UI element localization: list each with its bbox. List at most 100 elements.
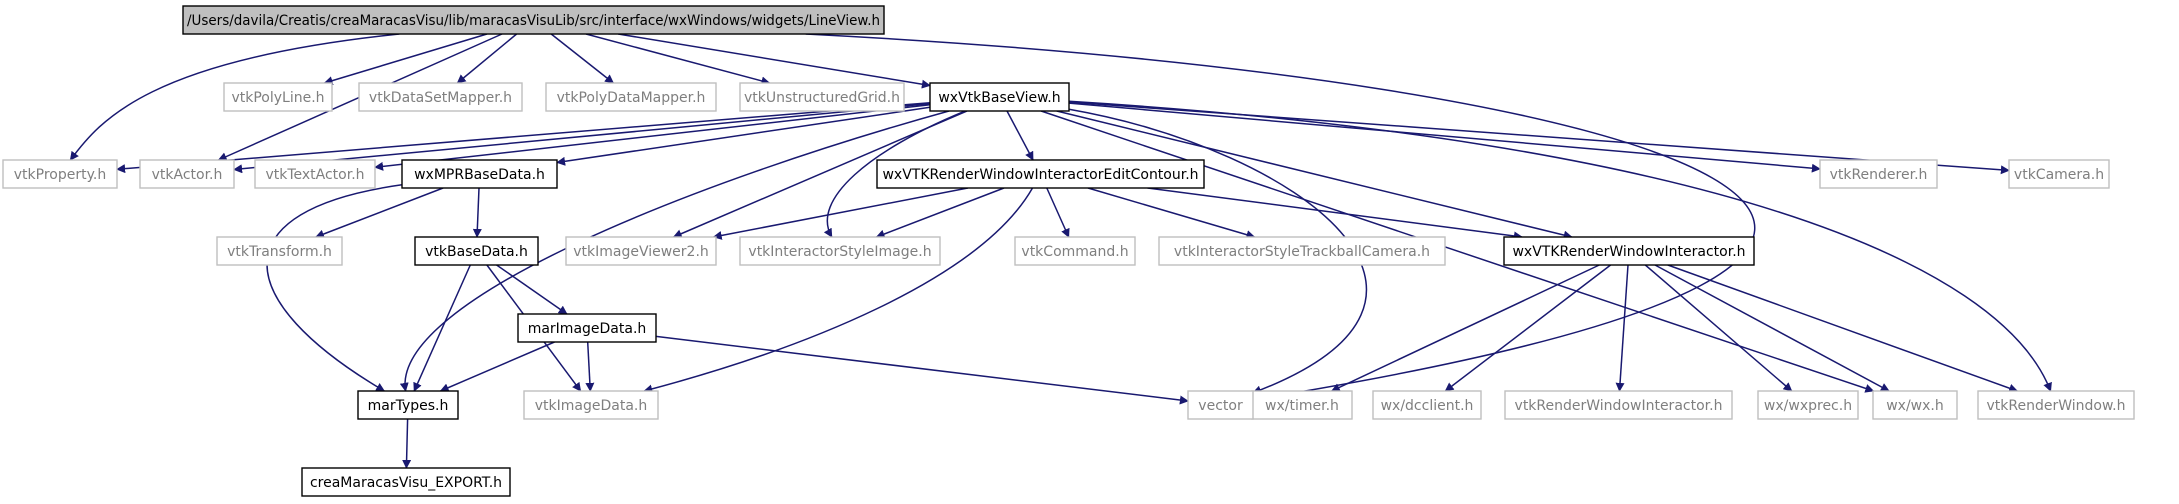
node-box-vtkCommand — [1014, 236, 1136, 266]
node-vtkBaseData[interactable]: vtkBaseData.h — [414, 236, 539, 266]
node-box-vector — [1187, 390, 1254, 420]
node-label-vtkImageViewer2: vtkImageViewer2.h — [573, 244, 709, 260]
node-box-vtkInteractorStyleTrackballCamera — [1158, 236, 1446, 266]
node-marImageData[interactable]: marImageData.h — [517, 313, 657, 343]
node-label-wxVTKRWI: wxVTKRenderWindowInteractor.h — [1512, 244, 1745, 260]
node-box-vtkInteractorStyleImage — [739, 236, 941, 266]
edge-wxVtkBaseView-to-vtkCamera — [1068, 101, 2010, 175]
node-wxVTKRWI[interactable]: wxVTKRenderWindowInteractor.h — [1503, 236, 1755, 266]
node-box-vtkDataSetMapper — [358, 82, 523, 112]
edge-marImageData-to-marTypes — [439, 341, 555, 392]
node-label-vtkDataSetMapper: vtkDataSetMapper.h — [369, 90, 512, 106]
node-label-marImageData: marImageData.h — [528, 321, 647, 337]
edge-wxMPRBaseData-to-marTypes — [266, 184, 403, 392]
edge-wxVTKRWI-to-vtkRenderWindow — [1667, 264, 2019, 393]
node-wxVTKRWIEditContour[interactable]: wxVTKRenderWindowInteractorEditContour.h — [876, 159, 1205, 189]
node-wxTimer: wx/timer.h — [1251, 390, 1353, 420]
node-label-wxWx: wx/wx.h — [1886, 398, 1944, 414]
edge-wxVtkBaseView-to-wxWx — [1040, 110, 1875, 393]
node-box-root — [182, 5, 885, 35]
node-vtkTextActor: vtkTextActor.h — [254, 159, 376, 189]
node-root[interactable]: /Users/davila/Creatis/creaMaracasVisu/li… — [182, 5, 885, 35]
node-label-vtkCommand: vtkCommand.h — [1021, 244, 1128, 260]
edge-wxVtkBaseView-to-vtkActor — [233, 102, 931, 174]
node-vtkPolyLine: vtkPolyLine.h — [223, 82, 333, 112]
node-label-vtkPolyDataMapper: vtkPolyDataMapper.h — [557, 90, 706, 106]
node-label-vtkTextActor: vtkTextActor.h — [265, 167, 364, 183]
edge-wxVTKRWI-to-wxWxprec — [1644, 264, 1793, 392]
node-box-vtkCamera — [2008, 159, 2110, 189]
node-label-vtkProperty: vtkProperty.h — [14, 167, 106, 183]
node-creaExport[interactable]: creaMaracasVisu_EXPORT.h — [301, 467, 511, 497]
node-label-vtkInteractorStyleImage: vtkInteractorStyleImage.h — [748, 244, 931, 260]
node-vtkImageData: vtkImageData.h — [523, 390, 659, 420]
node-vtkInteractorStyleImage: vtkInteractorStyleImage.h — [739, 236, 941, 266]
node-box-vtkActor — [139, 159, 235, 189]
edge-wxVTKRWI-to-wxTimer — [1330, 264, 1600, 392]
node-label-creaExport: creaMaracasVisu_EXPORT.h — [310, 475, 502, 491]
node-box-wxMPRBaseData — [401, 159, 558, 189]
node-label-vtkRenderWindow: vtkRenderWindow.h — [1987, 398, 2126, 414]
node-label-vtkActor: vtkActor.h — [152, 167, 223, 183]
edge-marTypes-to-creaExport — [402, 418, 412, 469]
nodes-layer: /Users/davila/Creatis/creaMaracasVisu/li… — [2, 5, 2135, 497]
node-box-vtkPolyDataMapper — [545, 82, 717, 112]
node-wxVtkBaseView[interactable]: wxVtkBaseView.h — [929, 82, 1070, 112]
node-wxMPRBaseData[interactable]: wxMPRBaseData.h — [401, 159, 558, 189]
edge-wxMPRBaseData-to-vtkBaseData — [472, 187, 482, 238]
node-box-vtkProperty — [2, 159, 118, 189]
node-vtkRenderWindowInteractor: vtkRenderWindowInteractor.h — [1504, 390, 1733, 420]
node-vtkRenderWindow: vtkRenderWindow.h — [1977, 390, 2135, 420]
node-label-vtkUnstructuredGrid: vtkUnstructuredGrid.h — [744, 90, 900, 106]
node-wxWx: wx/wx.h — [1872, 390, 1958, 420]
node-label-vtkRenderWindowInteractor: vtkRenderWindowInteractor.h — [1515, 398, 1723, 414]
edge-vtkBaseData-to-marImageData — [496, 264, 568, 315]
node-box-vtkBaseData — [414, 236, 539, 266]
edge-wxMPRBaseData-to-vtkTransform — [315, 187, 444, 239]
node-vtkRenderer: vtkRenderer.h — [1819, 159, 1938, 189]
node-box-wxWx — [1872, 390, 1958, 420]
edge-wxVTKRWIEditContour-to-vtkInteractorStyleTrackballCamera — [1087, 187, 1256, 240]
edge-wxVTKRWIEditContour-to-wxVTKRWI — [1147, 187, 1523, 241]
node-box-vtkRenderer — [1819, 159, 1938, 189]
node-vtkPolyDataMapper: vtkPolyDataMapper.h — [545, 82, 717, 112]
node-box-wxDcclient — [1372, 390, 1482, 420]
node-box-vtkImageViewer2 — [565, 236, 717, 266]
edge-wxVTKRWIEditContour-to-vtkImageData — [643, 187, 1034, 394]
node-vtkTransform: vtkTransform.h — [216, 236, 343, 266]
node-vtkProperty: vtkProperty.h — [2, 159, 118, 189]
node-label-vtkBaseData: vtkBaseData.h — [425, 244, 528, 260]
edge-wxVtkBaseView-to-wxVTKRWIEditContour — [1006, 110, 1034, 161]
edge-root-to-wxVtkBaseView — [618, 33, 931, 89]
edge-wxVtkBaseView-to-vtkRenderWindow — [1068, 100, 2052, 392]
node-box-vtkRenderWindow — [1977, 390, 2135, 420]
node-label-wxWxprec: wx/wxprec.h — [1764, 398, 1852, 414]
node-label-vtkTransform: vtkTransform.h — [227, 244, 332, 260]
edge-marImageData-to-vector — [655, 335, 1189, 405]
edge-root-to-vtkPolyLine — [323, 33, 488, 85]
node-vtkDataSetMapper: vtkDataSetMapper.h — [358, 82, 523, 112]
node-box-marTypes — [357, 390, 459, 420]
edge-root-to-vtkPolyDataMapper — [550, 33, 615, 84]
node-label-wxTimer: wx/timer.h — [1265, 398, 1339, 414]
node-box-vtkImageData — [523, 390, 659, 420]
node-vtkImageViewer2: vtkImageViewer2.h — [565, 236, 717, 266]
edge-wxVTKRWI-to-wxDcclient — [1444, 264, 1612, 392]
node-label-marTypes: marTypes.h — [368, 398, 449, 414]
node-label-vtkRenderer: vtkRenderer.h — [1830, 167, 1928, 183]
node-label-vector: vector — [1198, 398, 1243, 414]
node-marTypes[interactable]: marTypes.h — [357, 390, 459, 420]
node-wxWxprec: wx/wxprec.h — [1757, 390, 1859, 420]
node-box-marImageData — [517, 313, 657, 343]
node-label-root: /Users/davila/Creatis/creaMaracasVisu/li… — [187, 13, 880, 29]
edge-wxVtkBaseView-to-vtkTextActor — [374, 104, 931, 171]
node-label-wxDcclient: wx/dcclient.h — [1381, 398, 1474, 414]
node-label-wxVTKRWIEditContour: wxVTKRenderWindowInteractorEditContour.h — [882, 167, 1198, 183]
edge-wxVtkBaseView-to-wxMPRBaseData — [556, 106, 931, 166]
node-box-vtkPolyLine — [223, 82, 333, 112]
edge-wxVtkBaseView-to-vtkRenderer — [1068, 102, 1821, 173]
edge-marImageData-to-vtkImageData — [585, 341, 595, 392]
node-label-vtkCamera: vtkCamera.h — [2014, 167, 2104, 183]
edge-root-to-vtkDataSetMapper — [456, 33, 518, 84]
